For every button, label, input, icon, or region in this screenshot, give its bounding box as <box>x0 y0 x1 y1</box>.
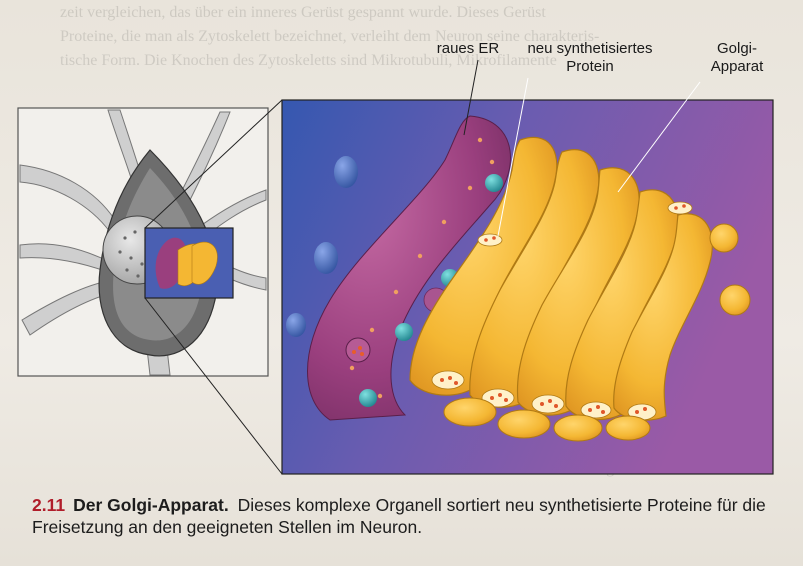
show-through-text: tische Form. Die Knochen des Zytoskelett… <box>60 52 557 69</box>
golgi-stack <box>409 136 713 421</box>
vesicle <box>709 223 739 253</box>
caption-number: 2.11 <box>32 495 66 515</box>
golgi-detail-figure <box>281 59 774 475</box>
caption-title: Der Golgi-Apparat. <box>73 495 229 515</box>
vesicle <box>334 156 358 188</box>
vesicle <box>286 313 306 337</box>
leader-line-golgi <box>617 81 701 193</box>
caption-text: Dieses komplexe Organell sortiert neu sy… <box>32 495 766 537</box>
label-golgi: Golgi-Apparat <box>710 40 764 75</box>
vesicle <box>359 389 377 407</box>
vesicle <box>719 284 751 316</box>
neuron-overview-figure <box>17 99 283 475</box>
vesicle <box>314 242 338 274</box>
vesicle <box>395 323 413 341</box>
show-through-text: zeit vergleichen, das über ein inneres G… <box>60 4 546 21</box>
leader-line-protein <box>497 77 529 237</box>
show-through-text: Proteine, die man als Zytoskelett bezeic… <box>60 28 600 45</box>
label-new-protein: neu synthetisiertes Protein <box>527 40 653 75</box>
label-rough-er: raues ER <box>436 40 500 57</box>
vesicle <box>485 174 503 192</box>
leader-line-er <box>463 59 479 136</box>
figure-caption: 2.11 Der Golgi-Apparat. Dieses komplexe O… <box>32 494 772 538</box>
